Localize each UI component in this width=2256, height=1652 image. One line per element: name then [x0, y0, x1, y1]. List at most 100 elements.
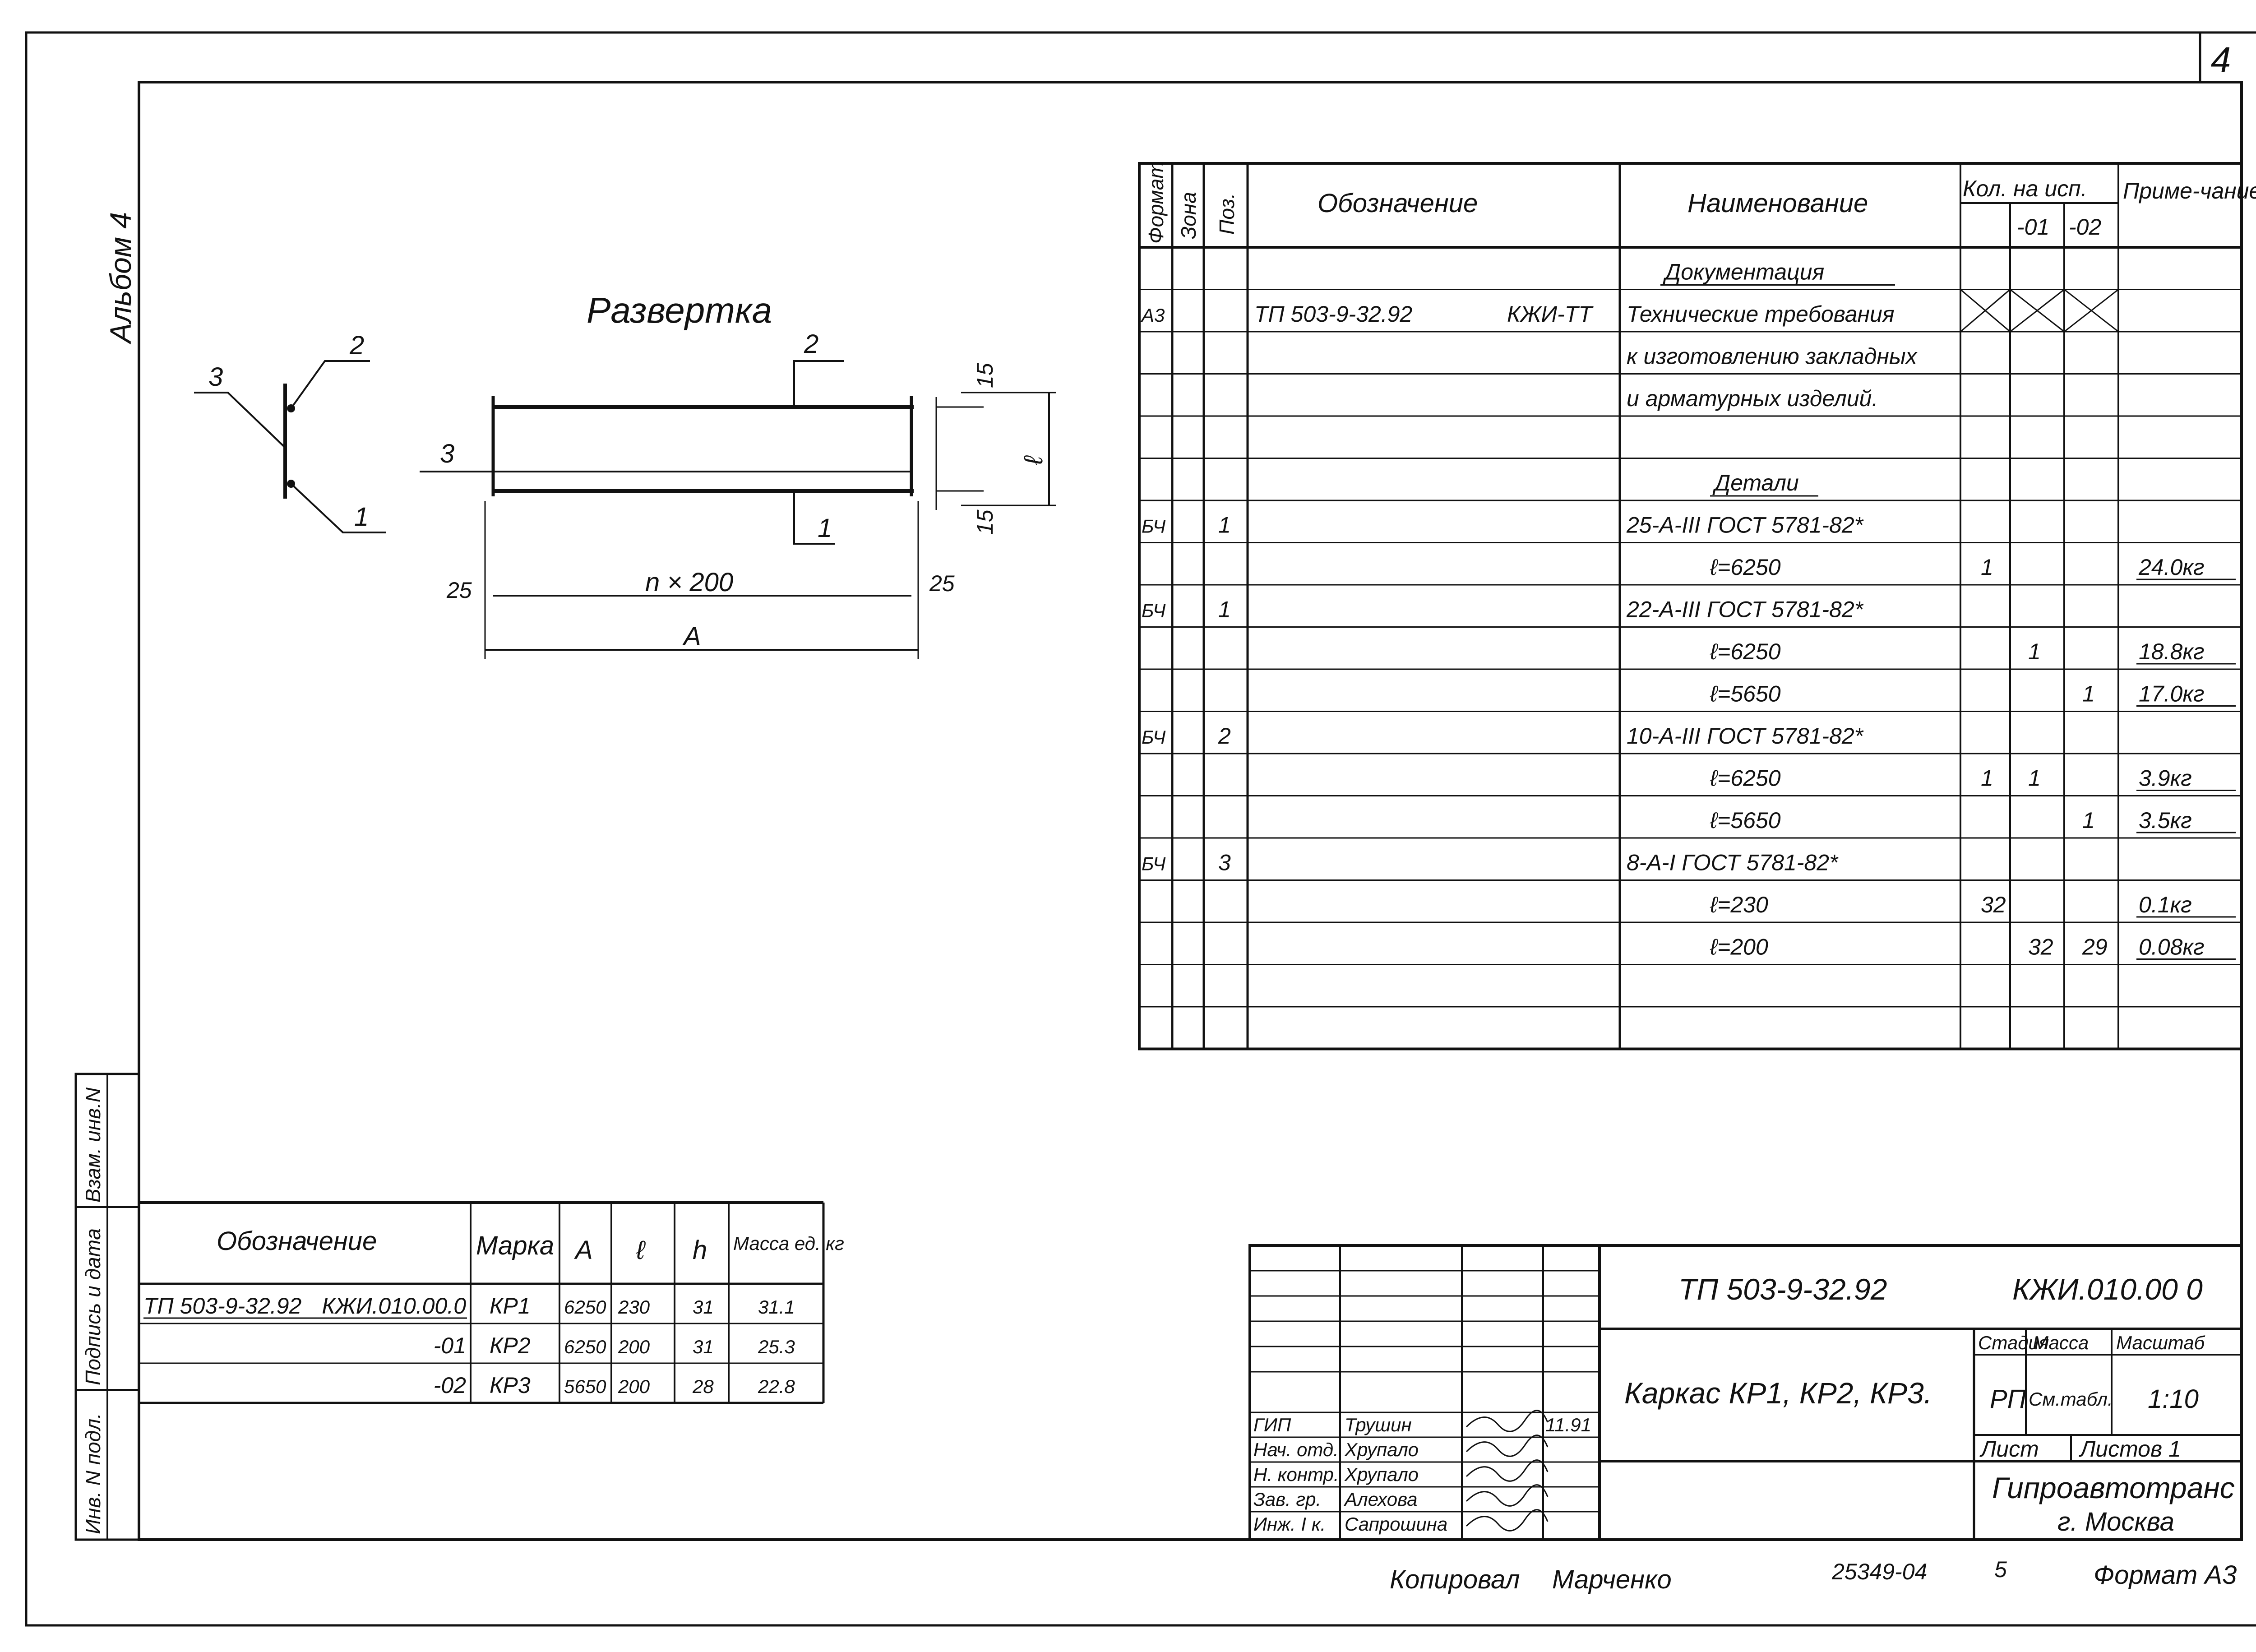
spec-qty-02: 1	[2082, 808, 2095, 833]
tb-scale: 1:10	[2148, 1384, 2199, 1414]
sheet-number: 4	[2211, 40, 2231, 80]
marks-header-h: h	[693, 1236, 707, 1265]
dim-right-25: 25	[929, 571, 955, 596]
marks-header-A: A	[574, 1236, 593, 1265]
spec-pos: 1	[1218, 513, 1231, 538]
spec-header-qty01: -01	[2017, 214, 2049, 240]
tb-person-name: Алехова	[1343, 1489, 1417, 1510]
tb-person-row: Нач. отд.Хрупало	[1253, 1435, 1549, 1460]
spec-name: ℓ=200	[1710, 935, 1768, 960]
marks-h: 31	[693, 1336, 714, 1357]
spec-name: 22-А-III ГОСТ 5781-82*	[1626, 597, 1864, 622]
unfolded-view: Развертка 2 3 1 15 15 ℓ 25 25 n × 200 A	[420, 290, 1056, 659]
footer-format: Формат А3	[2094, 1560, 2237, 1590]
signature-icon	[1465, 1459, 1549, 1482]
tb-city: г. Москва	[2057, 1507, 2174, 1536]
spec-name: ℓ=5650	[1710, 808, 1781, 833]
spec-designation: ТП 503-9-32.92	[1254, 301, 1413, 327]
tb-role: ГИП	[1253, 1414, 1291, 1435]
tb-person-row: Н. контр.Хрупало	[1253, 1459, 1549, 1485]
spec-qty-01: 1	[2028, 766, 2041, 791]
label-3: 3	[208, 362, 223, 392]
marks-mass: 22.8	[758, 1376, 795, 1397]
spec-pos: 3	[1218, 850, 1231, 875]
spec-row: ℓ=5650 1 17.0кг	[1710, 681, 2236, 707]
tb-role: Инж. I к.	[1253, 1513, 1326, 1535]
spec-name: ℓ=5650	[1710, 681, 1781, 707]
spec-name: ℓ=6250	[1710, 639, 1781, 664]
spec-header-pos: Поз.	[1215, 193, 1239, 235]
dim-left-25: 25	[446, 578, 472, 603]
spec-header-name: Наименование	[1687, 189, 1868, 218]
marks-header-l: ℓ	[636, 1236, 646, 1265]
dim-n-200: n × 200	[645, 568, 733, 597]
spec-code: КЖИ-ТТ	[1507, 301, 1594, 327]
spec-format: БЧ	[1142, 727, 1166, 748]
footer-copied-label: Копировал	[1390, 1565, 1520, 1594]
dim-bottom-15: 15	[972, 509, 998, 535]
marks-header-mass: Масса ед. кг	[733, 1233, 844, 1254]
footer-page: 5	[1994, 1557, 2007, 1582]
spec-header-designation: Обозначение	[1318, 189, 1478, 218]
signature-icon	[1465, 1484, 1549, 1507]
marks-designation: ТП 503-9-32.92	[143, 1293, 302, 1319]
tb-code: КЖИ.010.00 0	[2012, 1273, 2203, 1306]
marks-l: 200	[618, 1336, 650, 1357]
spec-note: 17.0кг	[2139, 681, 2205, 707]
marks-h: 28	[692, 1376, 714, 1397]
tb-role: Зав. гр.	[1253, 1489, 1321, 1510]
footer-copier: Марченко	[1552, 1565, 1672, 1594]
marks-mark: КР1	[490, 1293, 531, 1319]
spec-qty-02: 1	[2082, 681, 2095, 707]
spec-name: 25-А-III ГОСТ 5781-82*	[1626, 513, 1864, 538]
side-inv-podl: Инв. N подл.	[81, 1413, 105, 1534]
spec-row: Документация	[1660, 259, 1895, 286]
spec-note: 24.0кг	[2138, 555, 2205, 580]
tb-person-name: Сапрошина	[1345, 1513, 1447, 1535]
tb-sheets-label: Листов 1	[2079, 1436, 2181, 1462]
pos-3: 3	[440, 439, 454, 468]
side-vzam: Взам. инв.N	[81, 1087, 105, 1203]
spec-row: Детали	[1710, 470, 1818, 497]
spec-qty: 1	[1981, 555, 1993, 580]
tb-org: Гипроавтотранс	[1992, 1471, 2235, 1504]
spec-format: БЧ	[1142, 600, 1166, 621]
marks-l: 200	[618, 1376, 650, 1397]
tb-name: Каркас КР1, КР2, КР3.	[1624, 1376, 1932, 1410]
tb-stage-label: Стадия	[1978, 1332, 2049, 1353]
spec-name: 8-А-I ГОСТ 5781-82*	[1627, 850, 1839, 875]
spec-name: к изготовлению закладных	[1627, 344, 1918, 369]
spec-header-qty: Кол. на исп.	[1963, 176, 2087, 201]
footer: Копировал Марченко 25349-04 5 Формат А3	[1390, 1557, 2237, 1594]
marks-mass: 31.1	[758, 1296, 795, 1318]
spec-name: и арматурных изделий.	[1627, 386, 1878, 411]
tb-person-name: Трушин	[1345, 1414, 1412, 1435]
spec-note: 3.9кг	[2139, 766, 2192, 791]
spec-pos: 1	[1218, 597, 1231, 622]
spec-format: БЧ	[1142, 853, 1166, 875]
tb-person-row: ГИП Трушин 11.91	[1253, 1410, 1591, 1435]
album-label: Альбом 4	[104, 212, 137, 345]
tb-date: 11.91	[1545, 1414, 1591, 1435]
tb-person-name: Хрупало	[1344, 1439, 1419, 1460]
marks-mark: КР3	[490, 1373, 531, 1398]
marks-h: 31	[693, 1296, 714, 1318]
spec-qty: 1	[1981, 766, 1993, 791]
spec-row: БЧ 3 8-А-I ГОСТ 5781-82*	[1142, 850, 1839, 875]
spec-row: БЧ 1 22-А-III ГОСТ 5781-82*	[1142, 597, 1864, 622]
spec-note: 0.08кг	[2139, 935, 2205, 960]
pos-1: 1	[818, 514, 832, 543]
tb-person-row: Зав. гр. Алехова	[1253, 1484, 1549, 1510]
label-1: 1	[354, 502, 369, 532]
